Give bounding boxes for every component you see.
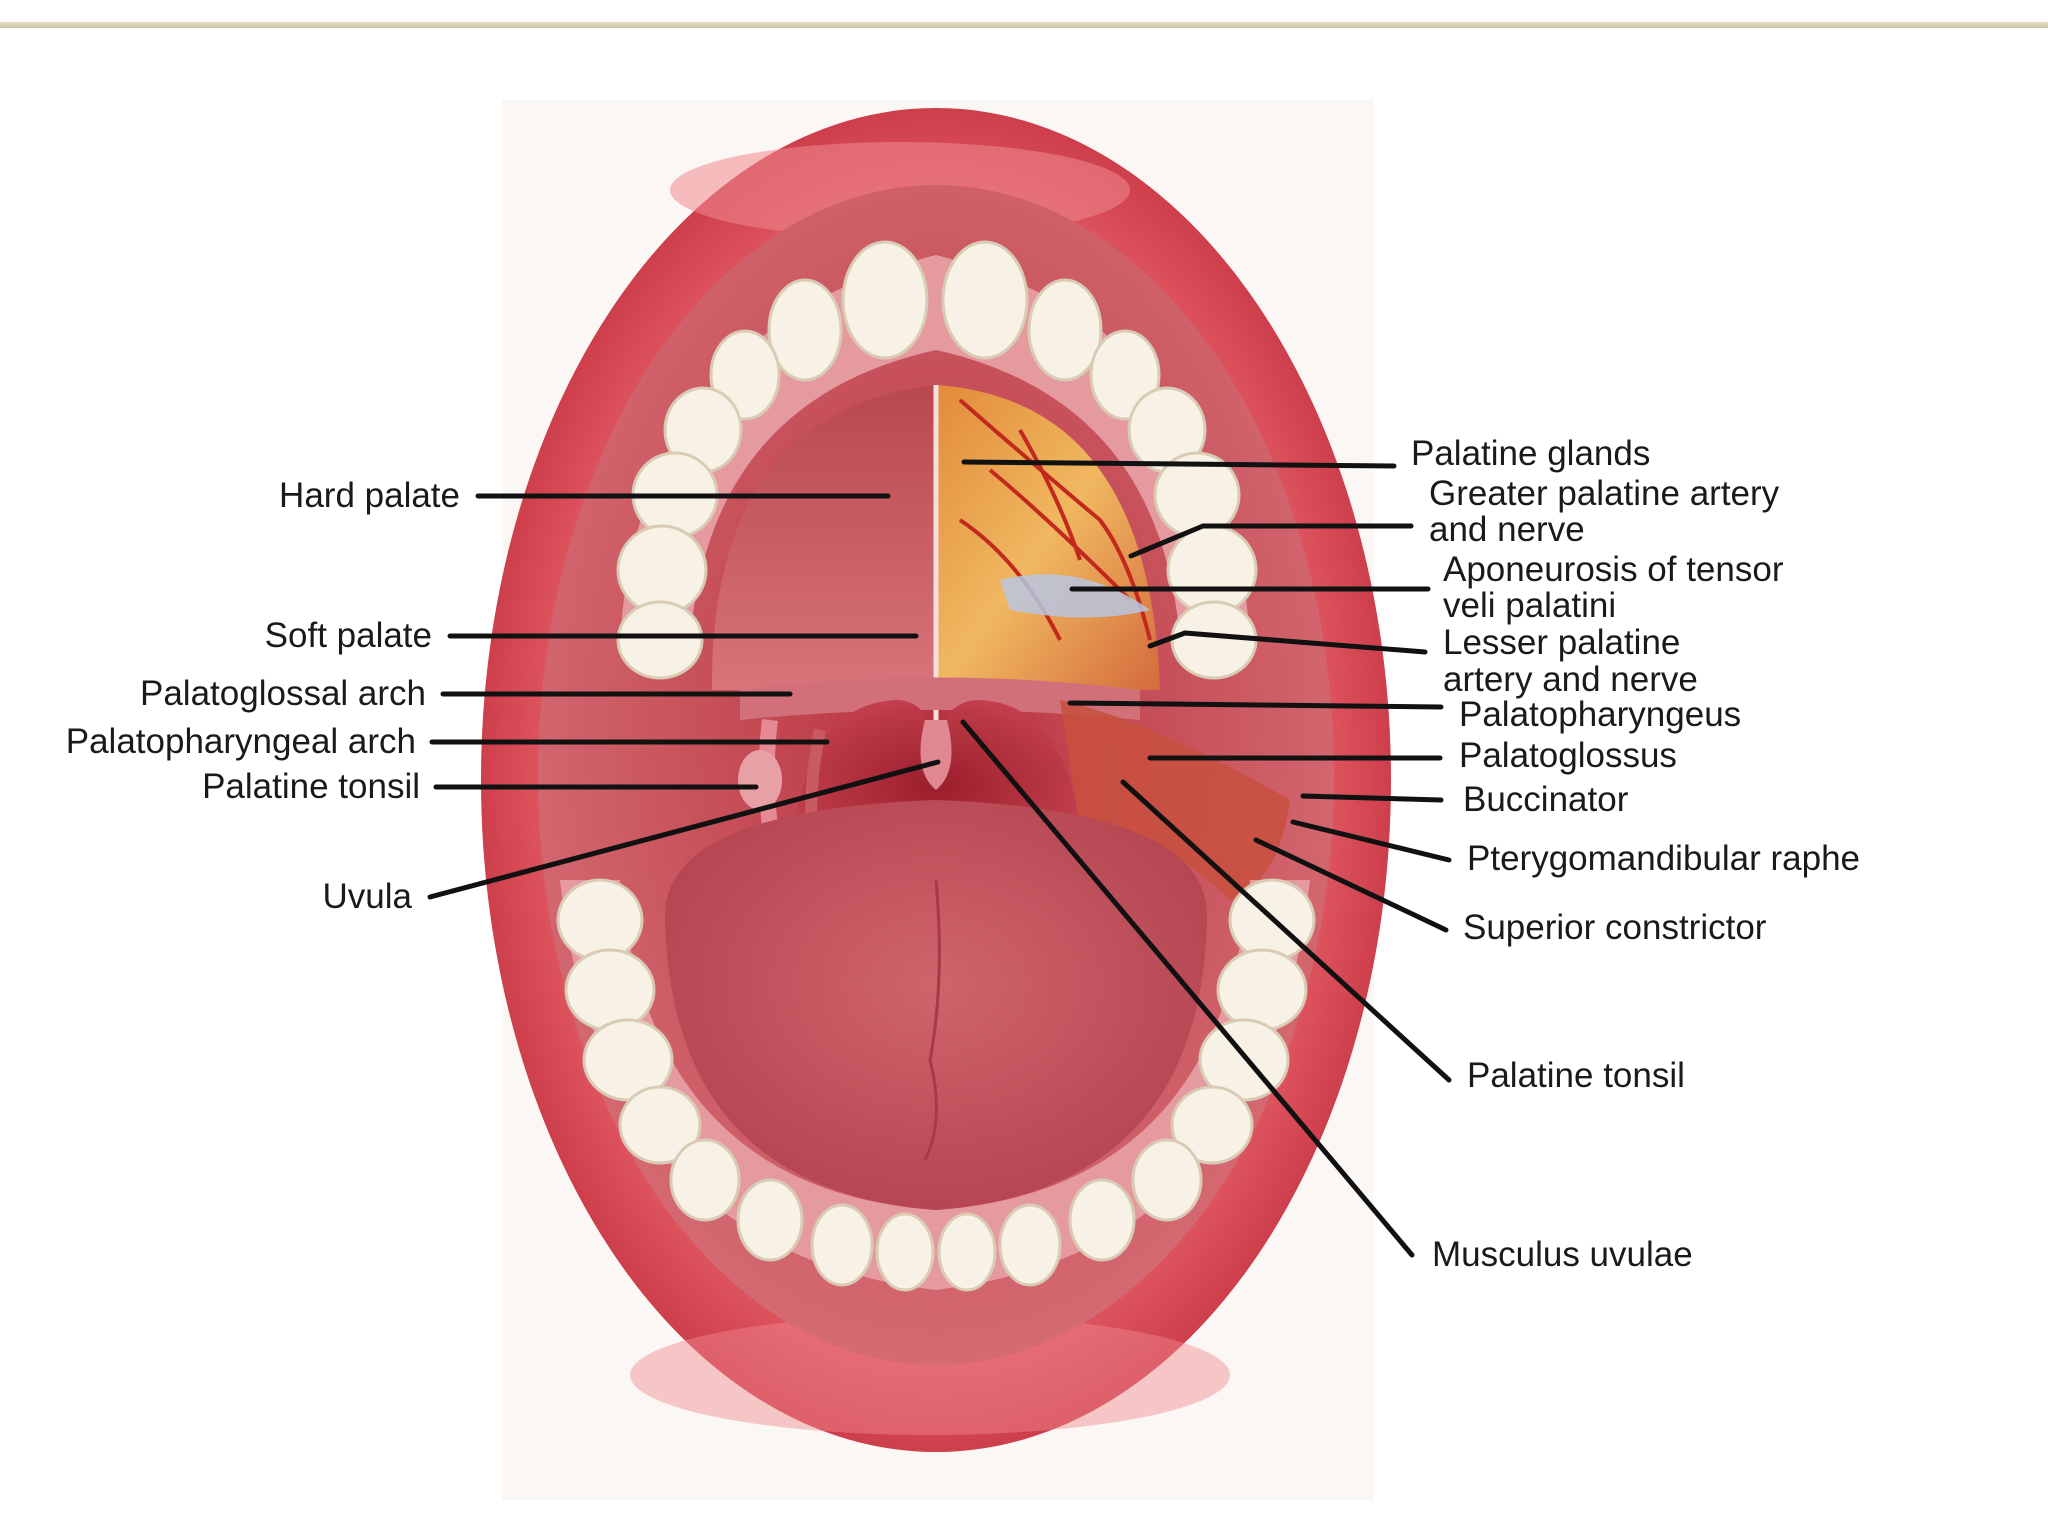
right-pharyngeal-muscles bbox=[1060, 700, 1290, 900]
uvula-shape bbox=[920, 720, 952, 790]
label-superior-constrictor: Superior constrictor bbox=[1463, 908, 1767, 947]
leader-lines bbox=[427, 459, 1452, 1258]
top-divider-rule bbox=[0, 22, 2048, 28]
leader-greater-palatine bbox=[1128, 523, 1206, 559]
soft-palate-surface bbox=[740, 677, 1140, 720]
label-greater-palatine-line2: and nerve bbox=[1429, 510, 1585, 549]
label-palatoglossal-arch: Palatoglossal arch bbox=[140, 674, 426, 713]
label-palatine-tonsil-left: Palatine tonsil bbox=[202, 767, 420, 806]
label-aponeurosis-line1: Aponeurosis of tensor bbox=[1443, 550, 1784, 589]
label-palatoglossus: Palatoglossus bbox=[1459, 736, 1677, 775]
leader-lesser-palatine bbox=[1147, 630, 1188, 649]
label-musculus-uvulae: Musculus uvulae bbox=[1432, 1235, 1693, 1274]
label-aponeurosis-line2: veli palatini bbox=[1443, 586, 1617, 625]
label-lesser-palatine-line1: Lesser palatine bbox=[1443, 623, 1681, 662]
leader-pterygomandibular-raphe bbox=[1290, 819, 1452, 863]
label-soft-palate: Soft palate bbox=[264, 616, 432, 655]
leader-buccinator bbox=[1300, 793, 1444, 803]
leader-musculus-uvulae bbox=[960, 719, 1415, 1258]
tongue-median-sulcus bbox=[923, 879, 941, 1161]
aponeurosis-tissue bbox=[1000, 574, 1150, 618]
leader-palatine-tonsil-right bbox=[1120, 779, 1452, 1083]
label-uvula: Uvula bbox=[322, 877, 412, 916]
palatine-tonsil-left-shape bbox=[738, 750, 782, 810]
leader-palatopharyngeus bbox=[1067, 700, 1444, 710]
label-buccinator: Buccinator bbox=[1463, 780, 1629, 819]
label-palatopharyngeal-arch: Palatopharyngeal arch bbox=[65, 722, 416, 761]
label-lesser-palatine-line2: artery and nerve bbox=[1443, 660, 1698, 699]
label-palatine-glands: Palatine glands bbox=[1411, 434, 1651, 473]
label-pterygomandibular-raphe: Pterygomandibular raphe bbox=[1467, 839, 1861, 878]
label-palatopharyngeus: Palatopharyngeus bbox=[1459, 695, 1742, 734]
leader-palatine-glands bbox=[961, 459, 1397, 469]
lower-lip-highlight bbox=[630, 1315, 1230, 1435]
label-palatine-tonsil-right: Palatine tonsil bbox=[1467, 1056, 1685, 1095]
lower-teeth bbox=[556, 878, 1316, 1292]
leader-superior-constrictor bbox=[1253, 837, 1449, 933]
label-greater-palatine-line1: Greater palatine artery bbox=[1429, 474, 1780, 513]
hard-palate-surface bbox=[711, 385, 936, 690]
leader-uvula bbox=[427, 759, 941, 900]
leader-lesser-palatine-2 bbox=[1182, 630, 1428, 655]
upper-teeth bbox=[616, 240, 1258, 680]
label-hard-palate: Hard palate bbox=[279, 476, 460, 515]
